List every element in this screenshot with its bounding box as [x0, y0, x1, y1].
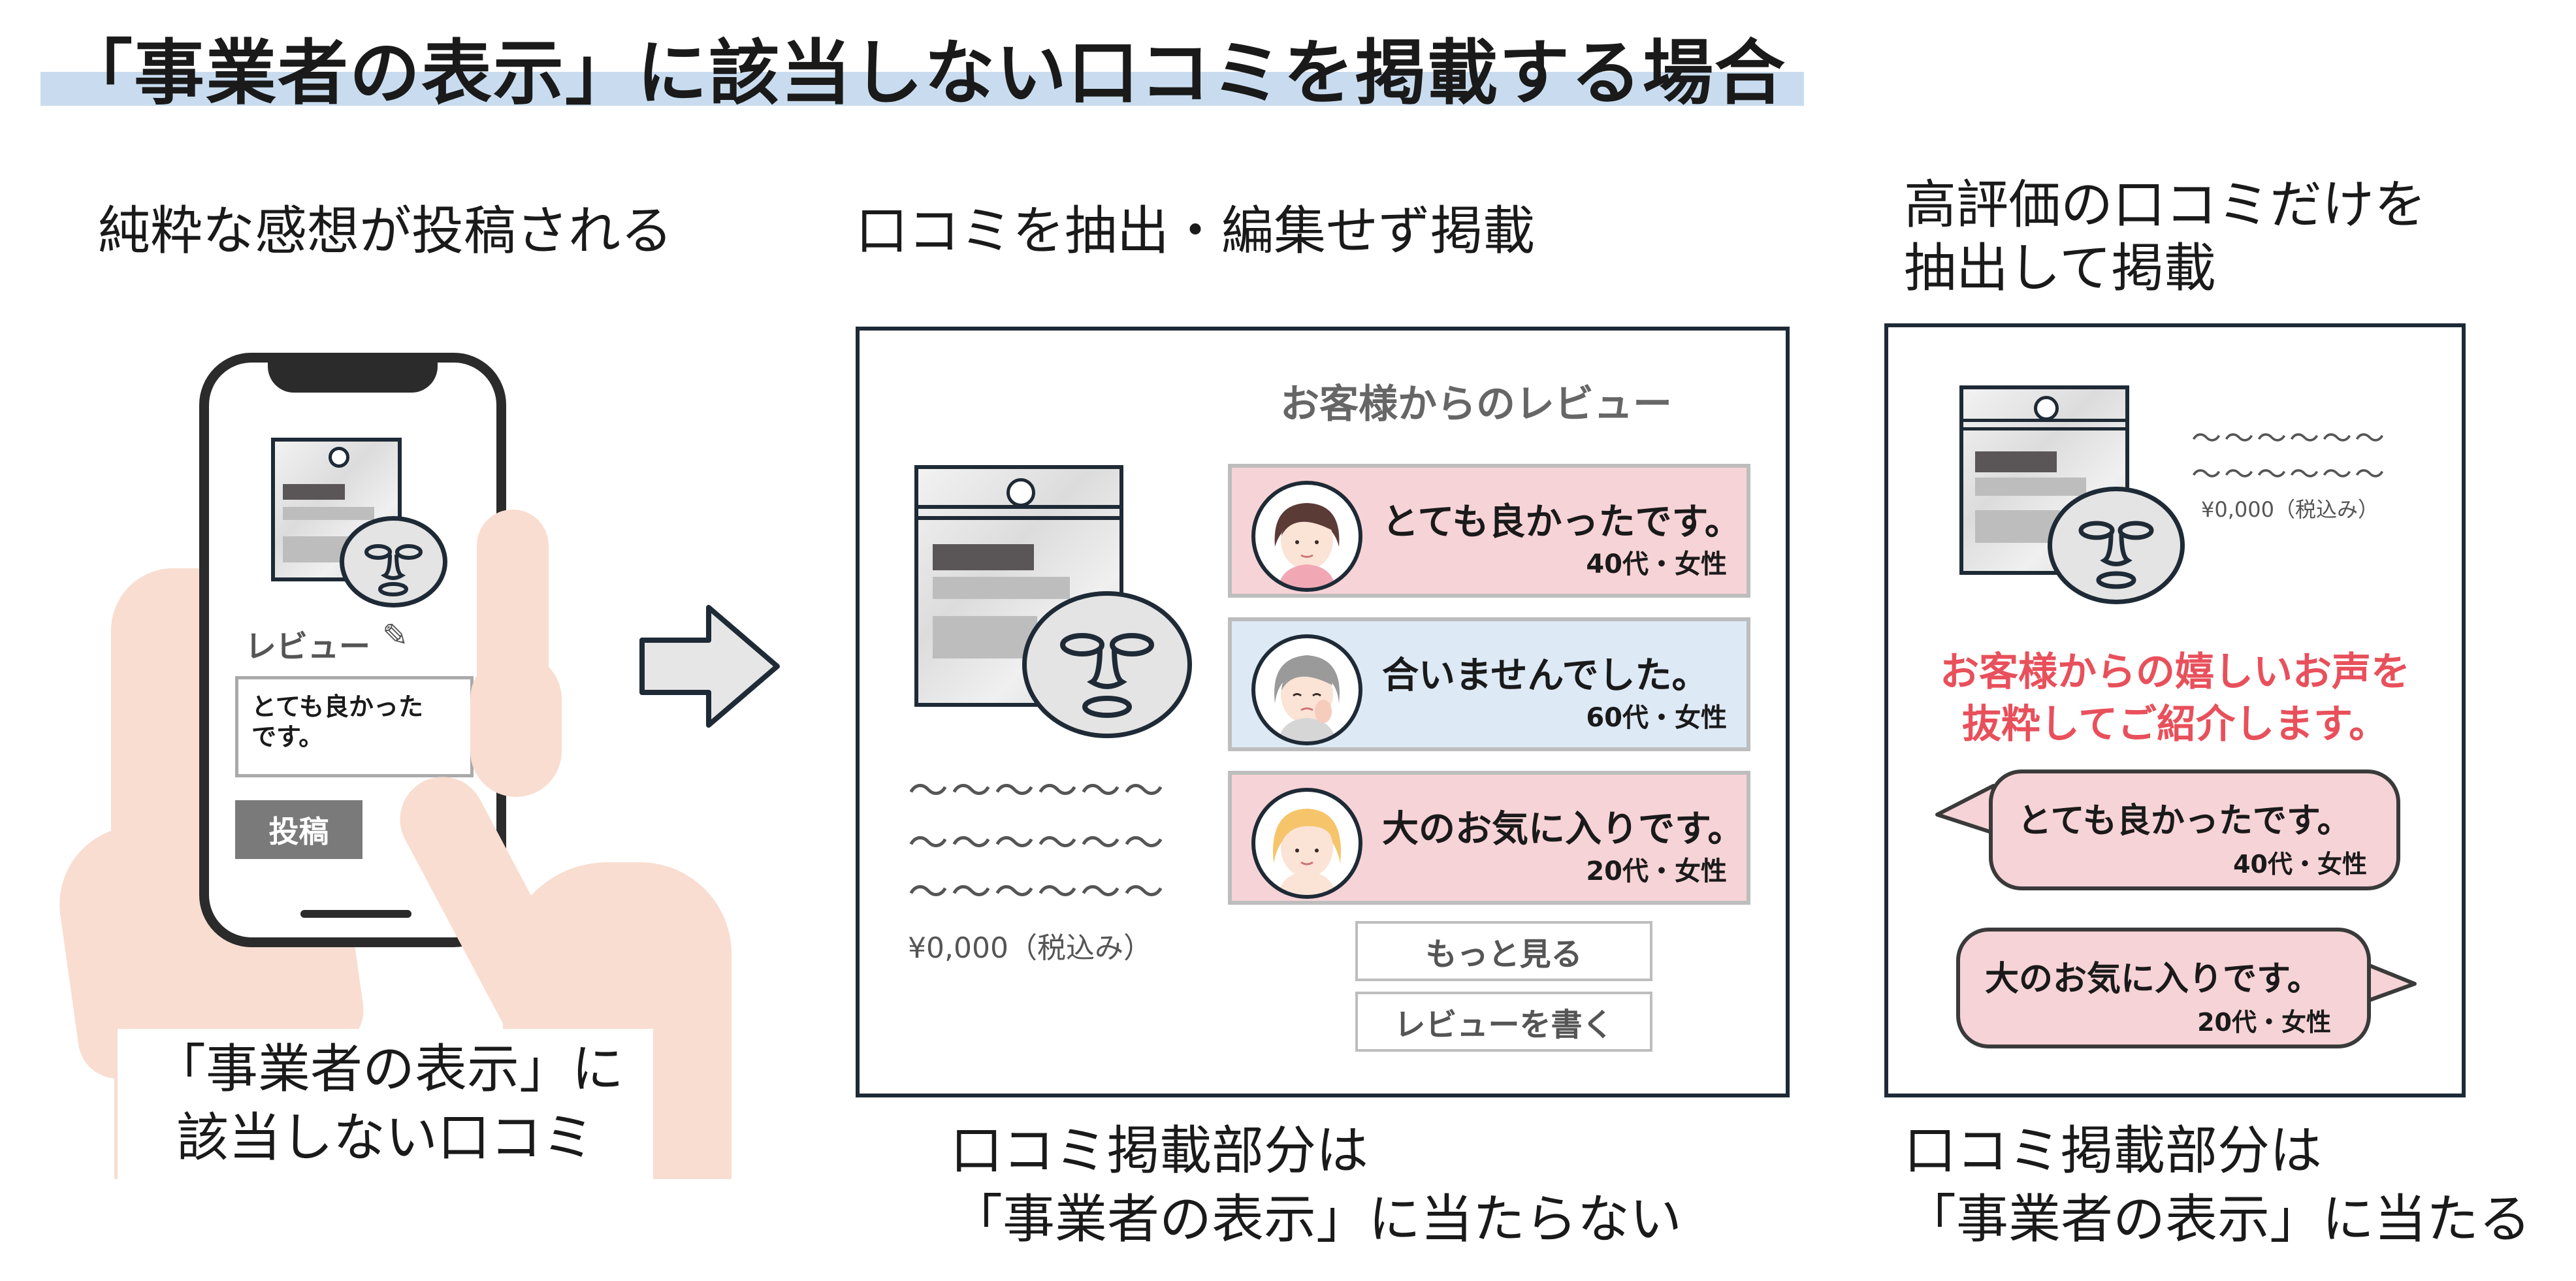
review-label: レビュー: [245, 628, 371, 665]
finger-middle: [470, 653, 562, 797]
product-price: ¥0,000（税込み）: [2201, 497, 2379, 522]
panel1-caption-box: [118, 1029, 653, 1179]
face-mask-icon: [1022, 591, 1192, 738]
page-title: 「事業者の表示」に該当しない口コミを掲載する場合: [62, 33, 1787, 114]
review-text: 大のお気に入りです。: [1382, 808, 1745, 851]
panel1-caption-line2: 該当しない口コミ: [176, 1107, 594, 1168]
panel1-heading: 純粋な感想が投稿される: [98, 201, 673, 261]
home-indicator: [300, 910, 411, 918]
review-textarea[interactable]: とても良かった です。: [235, 676, 474, 777]
avatar-woman-60s: [1251, 634, 1362, 745]
review-text-line1: とても良かった: [251, 692, 423, 721]
promo-line1: お客様からの嬉しいお声を: [1940, 649, 2410, 695]
review-bubble: とても良かったです。 40代・女性: [1989, 770, 2400, 890]
description-placeholder-2: ～～～～～～: [908, 819, 1167, 867]
avatar-woman-40s: [1251, 481, 1362, 592]
description-placeholder-2: ～～～～～～: [2191, 457, 2387, 492]
panel2-heading: 口コミを抽出・編集せず掲載: [856, 201, 1535, 261]
title-highlight: [40, 72, 1804, 106]
review-card: 合いませんでした。 60代・女性: [1228, 617, 1750, 751]
promo-line2: 抜粋してご紹介します。: [1961, 702, 2389, 747]
panel2-caption-line1: 口コミ掲載部分は: [950, 1120, 1368, 1181]
review-bubble: 大のお気に入りです。 20代・女性: [1956, 928, 2371, 1048]
panel1-caption-line1: 「事業者の表示」に: [153, 1039, 624, 1099]
review-meta: 20代・女性: [1586, 856, 1727, 886]
reviews-section-title: お客様からのレビュー: [1280, 381, 1672, 427]
face-mask-icon: [340, 516, 447, 608]
review-text: とても良かったです。: [1382, 501, 1741, 543]
review-meta: 60代・女性: [1586, 703, 1727, 733]
more-reviews-button[interactable]: もっと見る: [1355, 921, 1652, 981]
description-placeholder-3: ～～～～～～: [908, 868, 1167, 916]
panel3-caption-line1: 口コミ掲載部分は: [1904, 1120, 2322, 1181]
product-price: ¥0,000（税込み）: [908, 932, 1152, 965]
review-card: 大のお気に入りです。 20代・女性: [1228, 771, 1750, 905]
panel3-heading-line1: 高評価の口コミだけを: [1904, 174, 2426, 235]
description-placeholder-1: ～～～～～～: [908, 767, 1167, 815]
post-button[interactable]: 投稿: [235, 800, 362, 859]
phone-notch: [268, 360, 438, 393]
pencil-icon: ✎: [382, 617, 409, 654]
review-card: とても良かったです。 40代・女性: [1228, 464, 1750, 598]
bubble-text: とても良かったです。: [2018, 802, 2351, 841]
review-text-line2: です。: [251, 722, 324, 751]
bubble-meta: 20代・女性: [2197, 1008, 2331, 1037]
bubble-meta: 40代・女性: [2233, 850, 2367, 879]
panel2-caption-line2: 「事業者の表示」に当たらない: [950, 1189, 1682, 1250]
face-mask-icon: [2048, 487, 2185, 604]
description-placeholder-1: ～～～～～～: [2191, 421, 2387, 456]
review-text: 合いませんでした。: [1382, 655, 1709, 697]
panel3-heading-line2: 抽出して掲載: [1904, 238, 2216, 299]
write-review-button[interactable]: レビューを書く: [1355, 992, 1652, 1052]
review-meta: 40代・女性: [1586, 549, 1727, 579]
avatar-woman-20s: [1251, 788, 1362, 899]
panel3-caption-line2: 「事業者の表示」に当たる: [1904, 1189, 2531, 1250]
bubble-text: 大のお気に入りです。: [1985, 960, 2321, 999]
right-arrow-icon: [639, 605, 780, 728]
